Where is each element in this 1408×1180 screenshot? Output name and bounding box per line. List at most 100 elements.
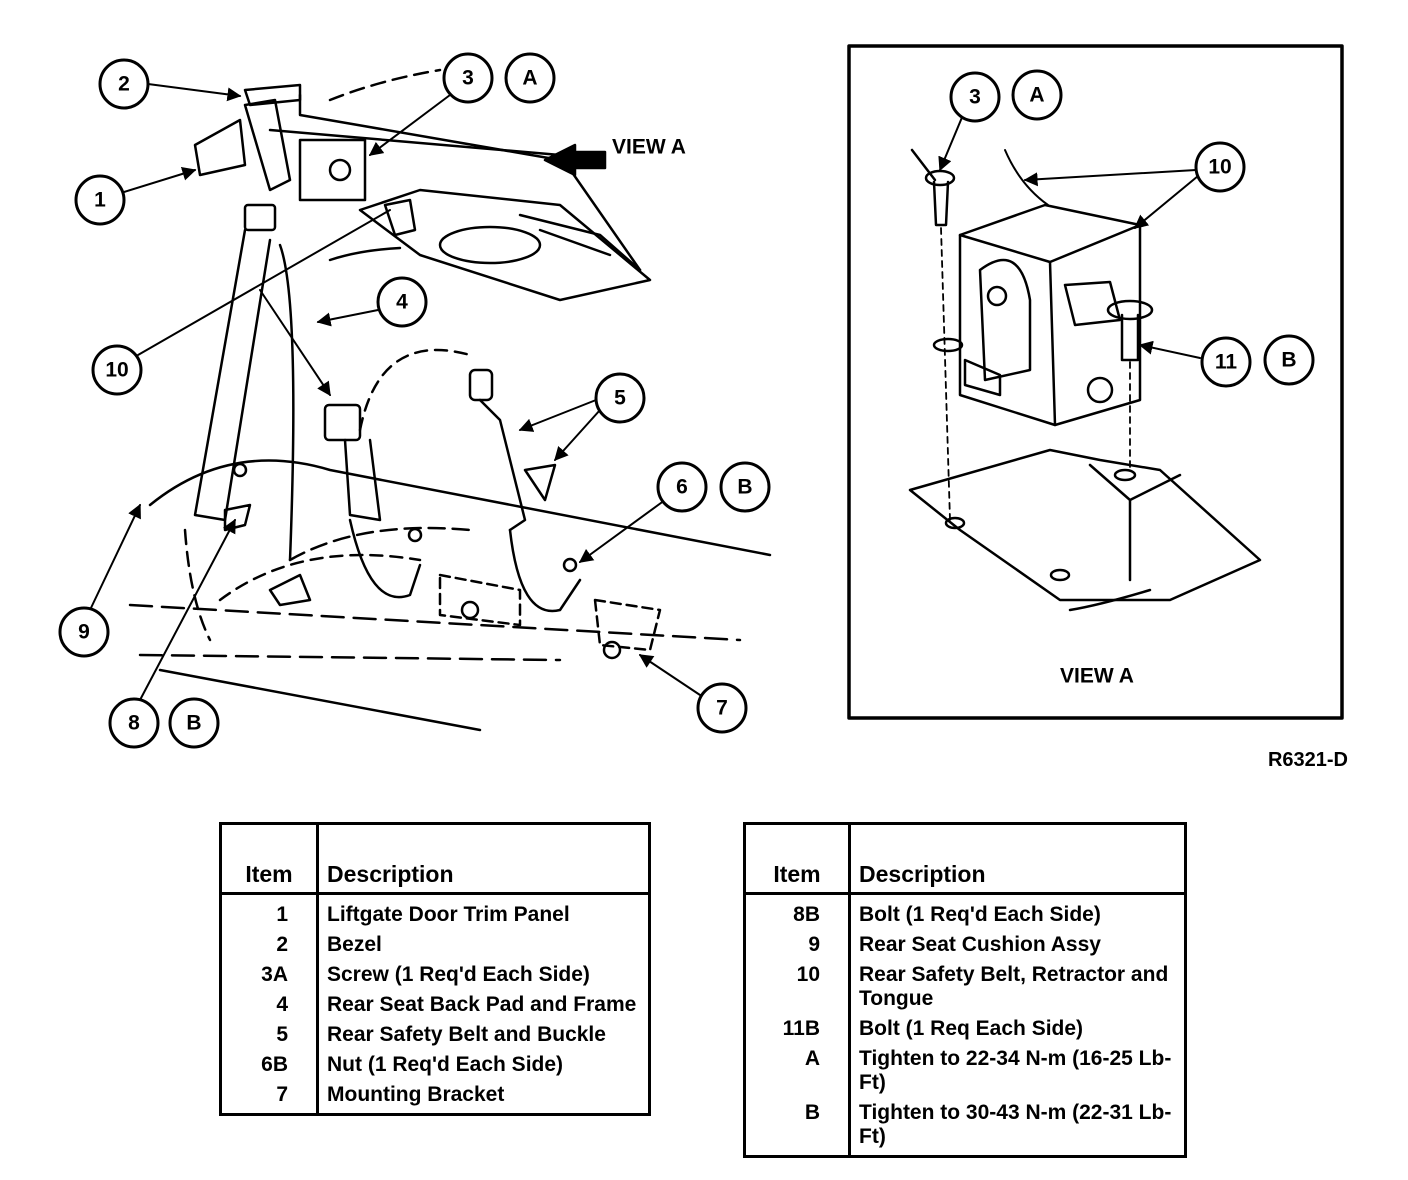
svg-text:B: B — [737, 476, 752, 499]
table-row: 10 Rear Safety Belt, Retractor and Tongu… — [744, 961, 1186, 1015]
liftgate-trim-panel — [193, 118, 247, 177]
seat-hidden-curve — [218, 553, 422, 602]
inset-screw-shank — [932, 180, 950, 227]
floor-line-2 — [138, 653, 562, 662]
item-cell: 10 — [744, 961, 851, 1015]
description-cell: Mounting Bracket — [327, 1083, 505, 1106]
item-cell: A — [744, 1045, 851, 1099]
callout-5: 5 — [594, 372, 646, 424]
callout-leaders — [89, 83, 701, 701]
callouts-main: 1 2 3 A 4 5 6 B 7 8 B 9 10 — [58, 52, 771, 749]
callout-4: 4 — [376, 276, 428, 328]
item-cell: 11B — [744, 1015, 851, 1045]
callout-6B: B — [719, 461, 771, 513]
leader-1 — [123, 167, 197, 193]
leader-5a — [518, 399, 597, 432]
inset-belt-slot — [1063, 280, 1122, 327]
bolt-head-8 — [232, 462, 248, 478]
inset-bolt-washer — [1106, 299, 1154, 321]
inset-floor-bracket — [908, 448, 1262, 602]
description-cell: Tighten to 30-43 N-m (22-31 Lb-Ft) — [859, 1101, 1172, 1148]
floor-pan-rib — [538, 228, 612, 257]
inset-floor-edge — [1068, 588, 1152, 612]
inset-spool-center — [986, 285, 1008, 307]
svg-text:5: 5 — [614, 387, 626, 410]
svg-text:A: A — [1029, 84, 1044, 107]
inset-callout-10: 10 — [1194, 141, 1246, 193]
svg-text:A: A — [522, 67, 537, 90]
inset-screw-washer — [932, 337, 964, 353]
inset-bolt-shank — [1120, 313, 1140, 362]
belt-upper-section — [243, 98, 292, 192]
svg-text:10: 10 — [105, 359, 128, 382]
exploded-view-diagram: 1 2 3 A 4 5 6 B 7 8 B 9 10 VIEW A — [58, 44, 1348, 771]
table-row: A Tighten to 22-34 N-m (16-25 Lb-Ft) — [744, 1045, 1186, 1099]
inset-belt-curve — [1004, 149, 1049, 206]
item-cell: 3A — [220, 961, 319, 991]
table-row: 6B Nut (1 Req'd Each Side) — [220, 1051, 650, 1081]
belt-guide-loop — [243, 203, 277, 232]
table-row: 9 Rear Seat Cushion Assy — [744, 931, 1186, 961]
description-cell: Rear Safety Belt and Buckle — [327, 1023, 606, 1046]
bracket-bolt — [602, 640, 622, 660]
seat-cushion-hidden — [183, 528, 212, 642]
inset-retractor-top-edge — [958, 223, 1142, 264]
description-cell: Tighten to 22-34 N-m (16-25 Lb-Ft) — [859, 1047, 1172, 1094]
nut-6 — [562, 557, 578, 573]
buckle-strap-left — [343, 438, 382, 522]
floor-pan — [358, 188, 652, 302]
svg-text:3: 3 — [969, 86, 981, 109]
table-row: 7 Mounting Bracket — [220, 1081, 650, 1115]
anchor-bracket-left — [268, 573, 312, 607]
description-cell: Screw (1 Req'd Each Side) — [327, 963, 590, 986]
roof-edge-line — [298, 93, 562, 162]
item-cell: 5 — [220, 1021, 319, 1051]
item-cell: 9 — [744, 931, 851, 961]
retractor-housing — [298, 138, 367, 202]
inset-retractor-corner — [1048, 260, 1057, 427]
leader-2 — [147, 83, 242, 102]
description-cell: Liftgate Door Trim Panel — [327, 903, 570, 926]
inset-frame — [847, 44, 1344, 720]
inset-bracket-top — [1128, 473, 1182, 502]
inset-leader-10b — [1133, 175, 1199, 229]
table-row: 8B Bolt (1 Req'd Each Side) — [744, 893, 1186, 931]
callout-2: 2 — [98, 58, 150, 110]
inset-screw-axis — [940, 227, 951, 521]
leader-8 — [139, 518, 236, 701]
belt-right-webbing — [478, 398, 527, 532]
floor-pan-opening — [438, 225, 542, 265]
table-row: 4 Rear Seat Back Pad and Frame — [220, 991, 650, 1021]
inset-retractor-body — [958, 203, 1142, 427]
leader-5b — [554, 409, 601, 462]
table-row: 1 Liftgate Door Trim Panel — [220, 893, 650, 931]
callout-6: 6 — [656, 461, 708, 513]
description-cell: Bolt (1 Req Each Side) — [859, 1017, 1084, 1040]
svg-text:B: B — [186, 712, 201, 735]
svg-text:B: B — [1281, 349, 1296, 372]
bolt-floor — [460, 600, 480, 620]
floor-line-1 — [128, 603, 742, 642]
leader-4 — [316, 309, 379, 327]
svg-text:10: 10 — [1208, 156, 1231, 179]
parts-table-left: Item Description 1 Liftgate Door Trim Pa… — [219, 822, 651, 1116]
column-header-description: Description — [849, 823, 1186, 895]
svg-text:3: 3 — [462, 67, 474, 90]
inset-belt-strand — [910, 148, 937, 182]
belt-right-lower — [508, 528, 582, 613]
buckle-connect-arc — [358, 348, 472, 432]
leader-6 — [578, 499, 666, 563]
description-cell: Bezel — [327, 933, 382, 956]
description-cell: Rear Safety Belt, Retractor and Tongue — [859, 963, 1169, 1010]
seat-back-frame-top — [328, 246, 402, 262]
inset-bracket-riser — [1088, 463, 1132, 582]
callout-1: 1 — [74, 174, 126, 226]
column-header-item: Item — [220, 823, 319, 895]
description-cell: Rear Seat Back Pad and Frame — [327, 993, 637, 1016]
inset-spool-cover — [978, 258, 1032, 382]
seat-back-frame-bottom — [288, 526, 472, 562]
seat-back-frame-left — [278, 243, 295, 562]
inset-view-label: VIEW A — [1060, 665, 1134, 688]
callout-10: 10 — [91, 344, 143, 396]
callout-8: 8 — [108, 697, 160, 749]
